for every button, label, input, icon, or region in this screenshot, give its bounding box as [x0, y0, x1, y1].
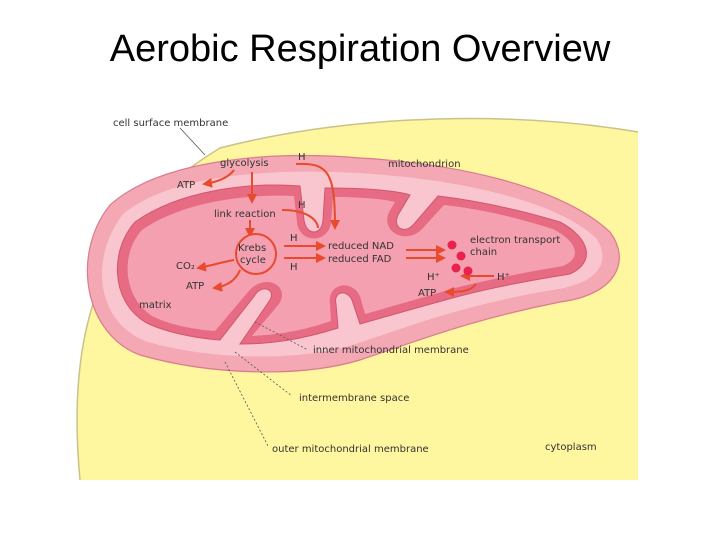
label-electron-transport: electron transport [470, 235, 560, 246]
label-cytoplasm: cytoplasm [545, 442, 597, 453]
arrow-krebs-atp [212, 269, 241, 292]
etc-dot [451, 263, 461, 273]
label-krebs-2: cycle [240, 255, 266, 266]
etc-dot [447, 240, 457, 250]
etc-dot [463, 266, 473, 276]
label-cell-surface-membrane: cell surface membrane [113, 118, 228, 129]
label-mitochondrion: mitochondrion [388, 159, 461, 170]
label-intermembrane-space: intermembrane space [299, 393, 409, 404]
label-atp-glycolysis: ATP [177, 180, 195, 191]
label-reduced-fad: reduced FAD [328, 254, 392, 265]
krebs-cycle-circle [235, 233, 277, 275]
arrow-link-h [281, 209, 319, 229]
slide-title: Aerobic Respiration Overview [109, 28, 611, 70]
label-atp-etc: ATP [418, 288, 436, 299]
etc-dot [456, 251, 466, 261]
arrow-krebs-co2 [196, 259, 235, 272]
label-h-krebs-2: H [290, 262, 298, 273]
label-reduced-nad: reduced NAD [328, 241, 394, 252]
label-inner-membrane: inner mitochondrial membrane [313, 345, 469, 356]
label-krebs-1: Krebs [238, 243, 266, 254]
label-matrix: matrix [139, 300, 172, 311]
label-h-link: H [298, 200, 306, 211]
pointer-intermembrane [234, 351, 293, 397]
label-outer-membrane: outer mitochondrial membrane [272, 444, 429, 455]
arrow-etc-atp [444, 283, 477, 297]
arrow-glycolysis-atp [202, 169, 235, 188]
label-chain: chain [470, 247, 497, 258]
label-h-krebs-1: H [290, 233, 298, 244]
label-h-plus-1: H⁺ [427, 272, 440, 283]
label-h-plus-2: H⁺ [497, 272, 510, 283]
electron-transport-chain-dots [447, 240, 473, 276]
pointer-cell-surface [179, 127, 206, 156]
arrow-glycolysis-h [295, 162, 340, 230]
label-co2: CO₂ [176, 261, 195, 272]
label-glycolysis: glycolysis [220, 158, 269, 169]
pointer-inner-membrane [254, 321, 309, 351]
label-h-glycolysis: H [298, 152, 306, 163]
matrix-region [127, 195, 575, 336]
cell-surface-membrane [76, 117, 639, 481]
label-atp-krebs: ATP [186, 281, 204, 292]
label-link-reaction: link reaction [214, 209, 276, 220]
